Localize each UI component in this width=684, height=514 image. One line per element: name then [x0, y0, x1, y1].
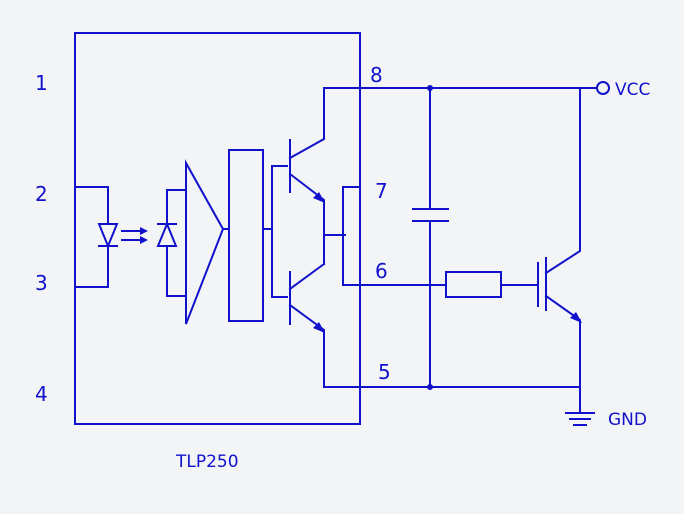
pin-label-7: 7: [375, 179, 388, 203]
emitter-arrows: [313, 192, 582, 333]
output-node: [323, 186, 431, 286]
vcc-label: VCC: [615, 80, 650, 100]
decoupling-capacitor: [412, 87, 449, 388]
junction-dots: [427, 85, 433, 390]
pin-label-6: 6: [375, 259, 388, 283]
igbt-transistor: [537, 87, 581, 388]
gnd-rail: [323, 386, 581, 414]
input-led: [74, 186, 143, 288]
vcc-rail: [323, 81, 610, 95]
lower-output-transistor: [288, 262, 326, 388]
gnd-label: GND: [608, 410, 647, 430]
photodiode: [156, 189, 187, 297]
light-emission-arrows: [140, 227, 148, 244]
pin-label-3: 3: [35, 271, 48, 295]
upper-output-transistor: [288, 87, 325, 265]
ic-name-label: TLP250: [175, 452, 239, 472]
driver-block: [228, 149, 264, 322]
amplifier: [185, 159, 230, 325]
pin-label-4: 4: [35, 382, 48, 406]
ic-package-outline: [74, 32, 361, 425]
output-stage-bus: [262, 165, 288, 298]
pin-label-5: 5: [378, 360, 391, 384]
ground-icon: [565, 412, 595, 426]
gate-resistor: [429, 271, 539, 298]
pin-label-8: 8: [370, 63, 383, 87]
pin-label-2: 2: [35, 182, 48, 206]
pin-label-1: 1: [35, 71, 48, 95]
